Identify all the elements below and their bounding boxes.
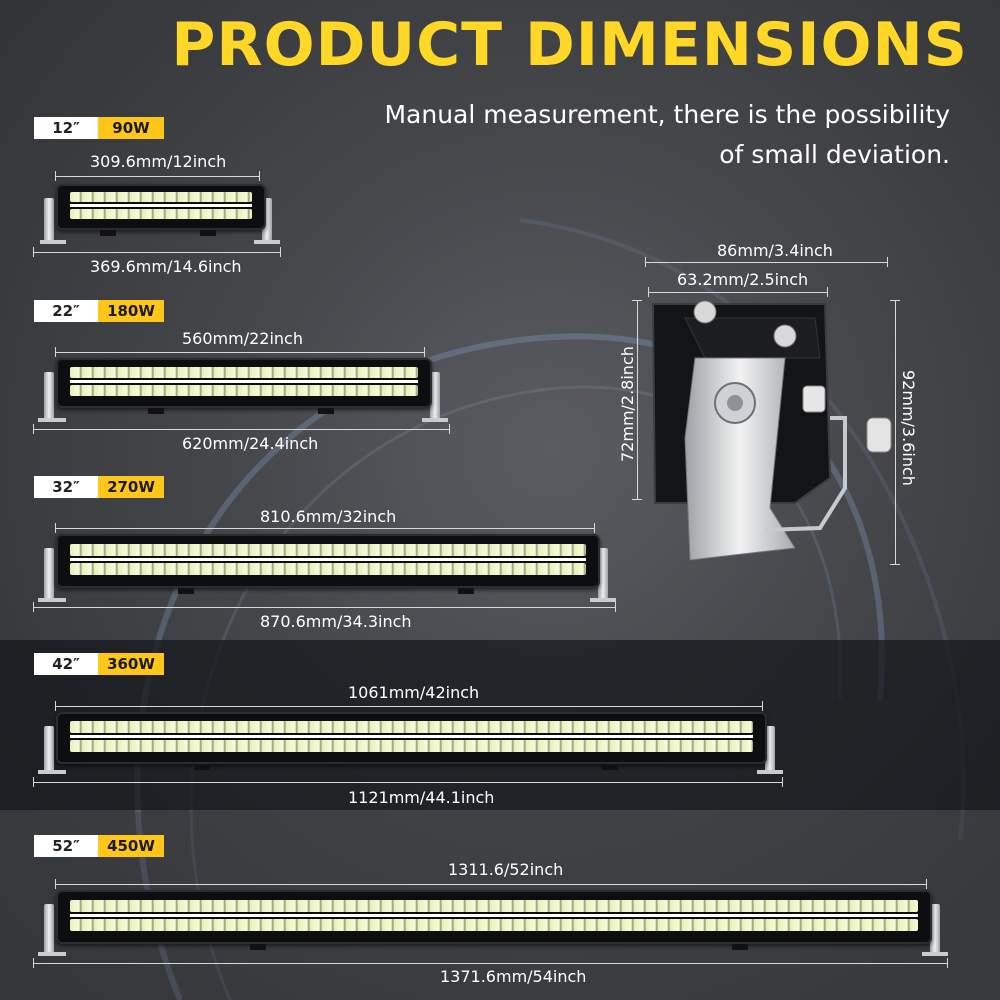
size-label: 12″ <box>34 117 98 139</box>
outer-length-label: 870.6mm/34.3inch <box>260 612 412 631</box>
outer-length-label: 1371.6mm/54inch <box>440 967 587 986</box>
side-inner-width-line <box>648 287 828 297</box>
inner-length-label: 1061mm/42inch <box>348 683 480 702</box>
watt-label: 90W <box>98 117 164 139</box>
watt-label: 360W <box>98 653 164 675</box>
subtitle-line-2: of small deviation. <box>719 140 950 169</box>
inner-length-line <box>55 523 595 533</box>
inner-length-label: 309.6mm/12inch <box>90 152 227 171</box>
outer-length-label: 620mm/24.4inch <box>182 434 319 453</box>
size-label: 42″ <box>34 653 98 675</box>
outer-length-line <box>33 247 281 257</box>
outer-length-line <box>33 958 948 968</box>
inner-length-line <box>55 171 260 181</box>
outer-length-line <box>33 602 616 612</box>
side-outer-height-line <box>890 300 900 565</box>
outer-length-label: 369.6mm/14.6inch <box>90 257 242 276</box>
outer-length-label: 1121mm/44.1inch <box>348 788 495 807</box>
light-bar-42 <box>38 712 783 776</box>
light-bar-32 <box>38 534 616 604</box>
watt-label: 180W <box>98 300 164 322</box>
size-label: 32″ <box>34 476 98 498</box>
product-12: 12″ 90W 309.6mm/12inch 369.6mm/14.6inch <box>0 0 1000 276</box>
watt-label: 450W <box>98 835 164 857</box>
inner-length-label: 560mm/22inch <box>182 329 303 348</box>
side-view-drawing <box>651 300 892 561</box>
inner-length-label: 1311.6/52inch <box>448 860 564 879</box>
side-outer-width-line <box>645 257 888 267</box>
subtitle: Manual measurement, there is the possibi… <box>330 95 950 175</box>
size-label: 52″ <box>34 835 98 857</box>
page-title: PRODUCT DIMENSIONS <box>171 10 968 80</box>
side-outer-width-label: 86mm/3.4inch <box>717 241 833 260</box>
inner-length-line <box>55 879 927 889</box>
size-badge: 32″ 270W <box>34 476 164 498</box>
size-badge: 12″ 90W <box>34 117 164 139</box>
size-badge: 42″ 360W <box>34 653 164 675</box>
light-bar-52 <box>38 890 948 958</box>
light-bar-12 <box>40 184 280 246</box>
product-32: 32″ 270W 810.6mm/32inch 870.6mm/34.3inch <box>0 0 1000 631</box>
size-badge: 52″ 450W <box>34 835 164 857</box>
product-22: 22″ 180W 560mm/22inch 620mm/24.4inch <box>0 0 1000 453</box>
product-42: 42″ 360W 1061mm/42inch 1121mm/44.1inch <box>0 0 1000 807</box>
subtitle-line-1: Manual measurement, there is the possibi… <box>384 100 950 129</box>
outer-length-line <box>33 424 450 434</box>
side-inner-width-label: 63.2mm/2.5inch <box>677 270 809 289</box>
outer-length-line <box>33 777 783 787</box>
side-inner-height-label: 72mm/2.8inch <box>618 346 637 462</box>
size-label: 22″ <box>34 300 98 322</box>
inner-length-line <box>55 347 425 357</box>
side-outer-height-label: 92mm/3.6inch <box>899 370 918 486</box>
light-bar-22 <box>38 358 448 424</box>
side-inner-height-line <box>632 300 642 500</box>
size-badge: 22″ 180W <box>34 300 164 322</box>
watt-label: 270W <box>98 476 164 498</box>
inner-length-label: 810.6mm/32inch <box>260 507 397 526</box>
inner-length-line <box>55 701 763 711</box>
